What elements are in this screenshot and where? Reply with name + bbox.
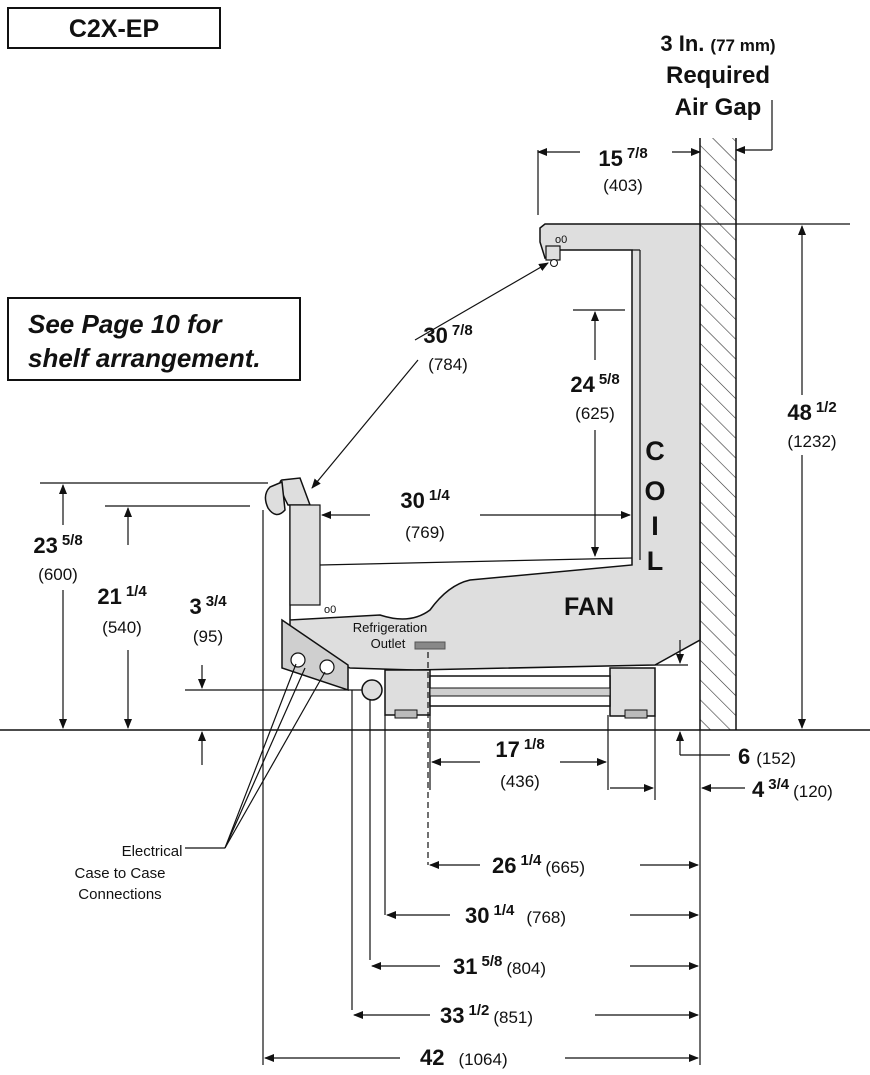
case-body: o0 o0 (264, 223, 701, 719)
coil-letter-o: O (644, 476, 665, 506)
dim-48-1-2-metric: (1232) (787, 432, 836, 451)
electrical-label-1: Electrical (122, 843, 183, 860)
dim-23-5-8-metric: (600) (38, 565, 78, 584)
svg-text:o0: o0 (555, 234, 567, 246)
air-gap-line-1: 3 In.(77 mm) (660, 31, 775, 56)
air-gap-line-2: Required (666, 62, 770, 89)
dimension-lines (40, 100, 850, 1065)
dim-3-3-4-metric: (95) (193, 627, 223, 646)
coil-letter-i: I (651, 511, 659, 541)
fan-label: FAN (564, 593, 614, 621)
dim-30-1-4-shelf-metric: (769) (405, 523, 445, 542)
dim-30-7-8-metric: (784) (428, 355, 468, 374)
coil-letter-c: C (645, 436, 665, 466)
refrigeration-outlet (414, 641, 446, 650)
model-label: C2X-EP (69, 15, 159, 43)
electrical-label-2: Case to Case (75, 865, 166, 882)
dim-17-1-8-metric: (436) (500, 772, 540, 791)
note-line-1: See Page 10 for (28, 309, 224, 339)
model-label-box: C2X-EP (7, 7, 221, 49)
dim-42: 42(1064) (420, 1045, 508, 1070)
dim-15-7-8-metric: (403) (603, 176, 643, 195)
outlet-label: Outlet (371, 636, 406, 651)
air-gap-line-3: Air Gap (675, 94, 762, 121)
electrical-connection-2 (319, 659, 335, 675)
refrigeration-label: Refrigeration (353, 620, 427, 635)
note-line-2: shelf arrangement. (28, 343, 261, 373)
wall (699, 138, 737, 730)
electrical-connection-1 (290, 652, 306, 668)
electrical-label-3: Connections (78, 886, 161, 903)
note-box: See Page 10 for shelf arrangement. (7, 297, 301, 381)
dim-21-1-4-metric: (540) (102, 618, 142, 637)
dim-6: 6(152) (738, 744, 796, 769)
dim-24-5-8-metric: (625) (575, 404, 615, 423)
svg-text:o0: o0 (324, 604, 336, 616)
coil-letter-l: L (647, 546, 664, 576)
